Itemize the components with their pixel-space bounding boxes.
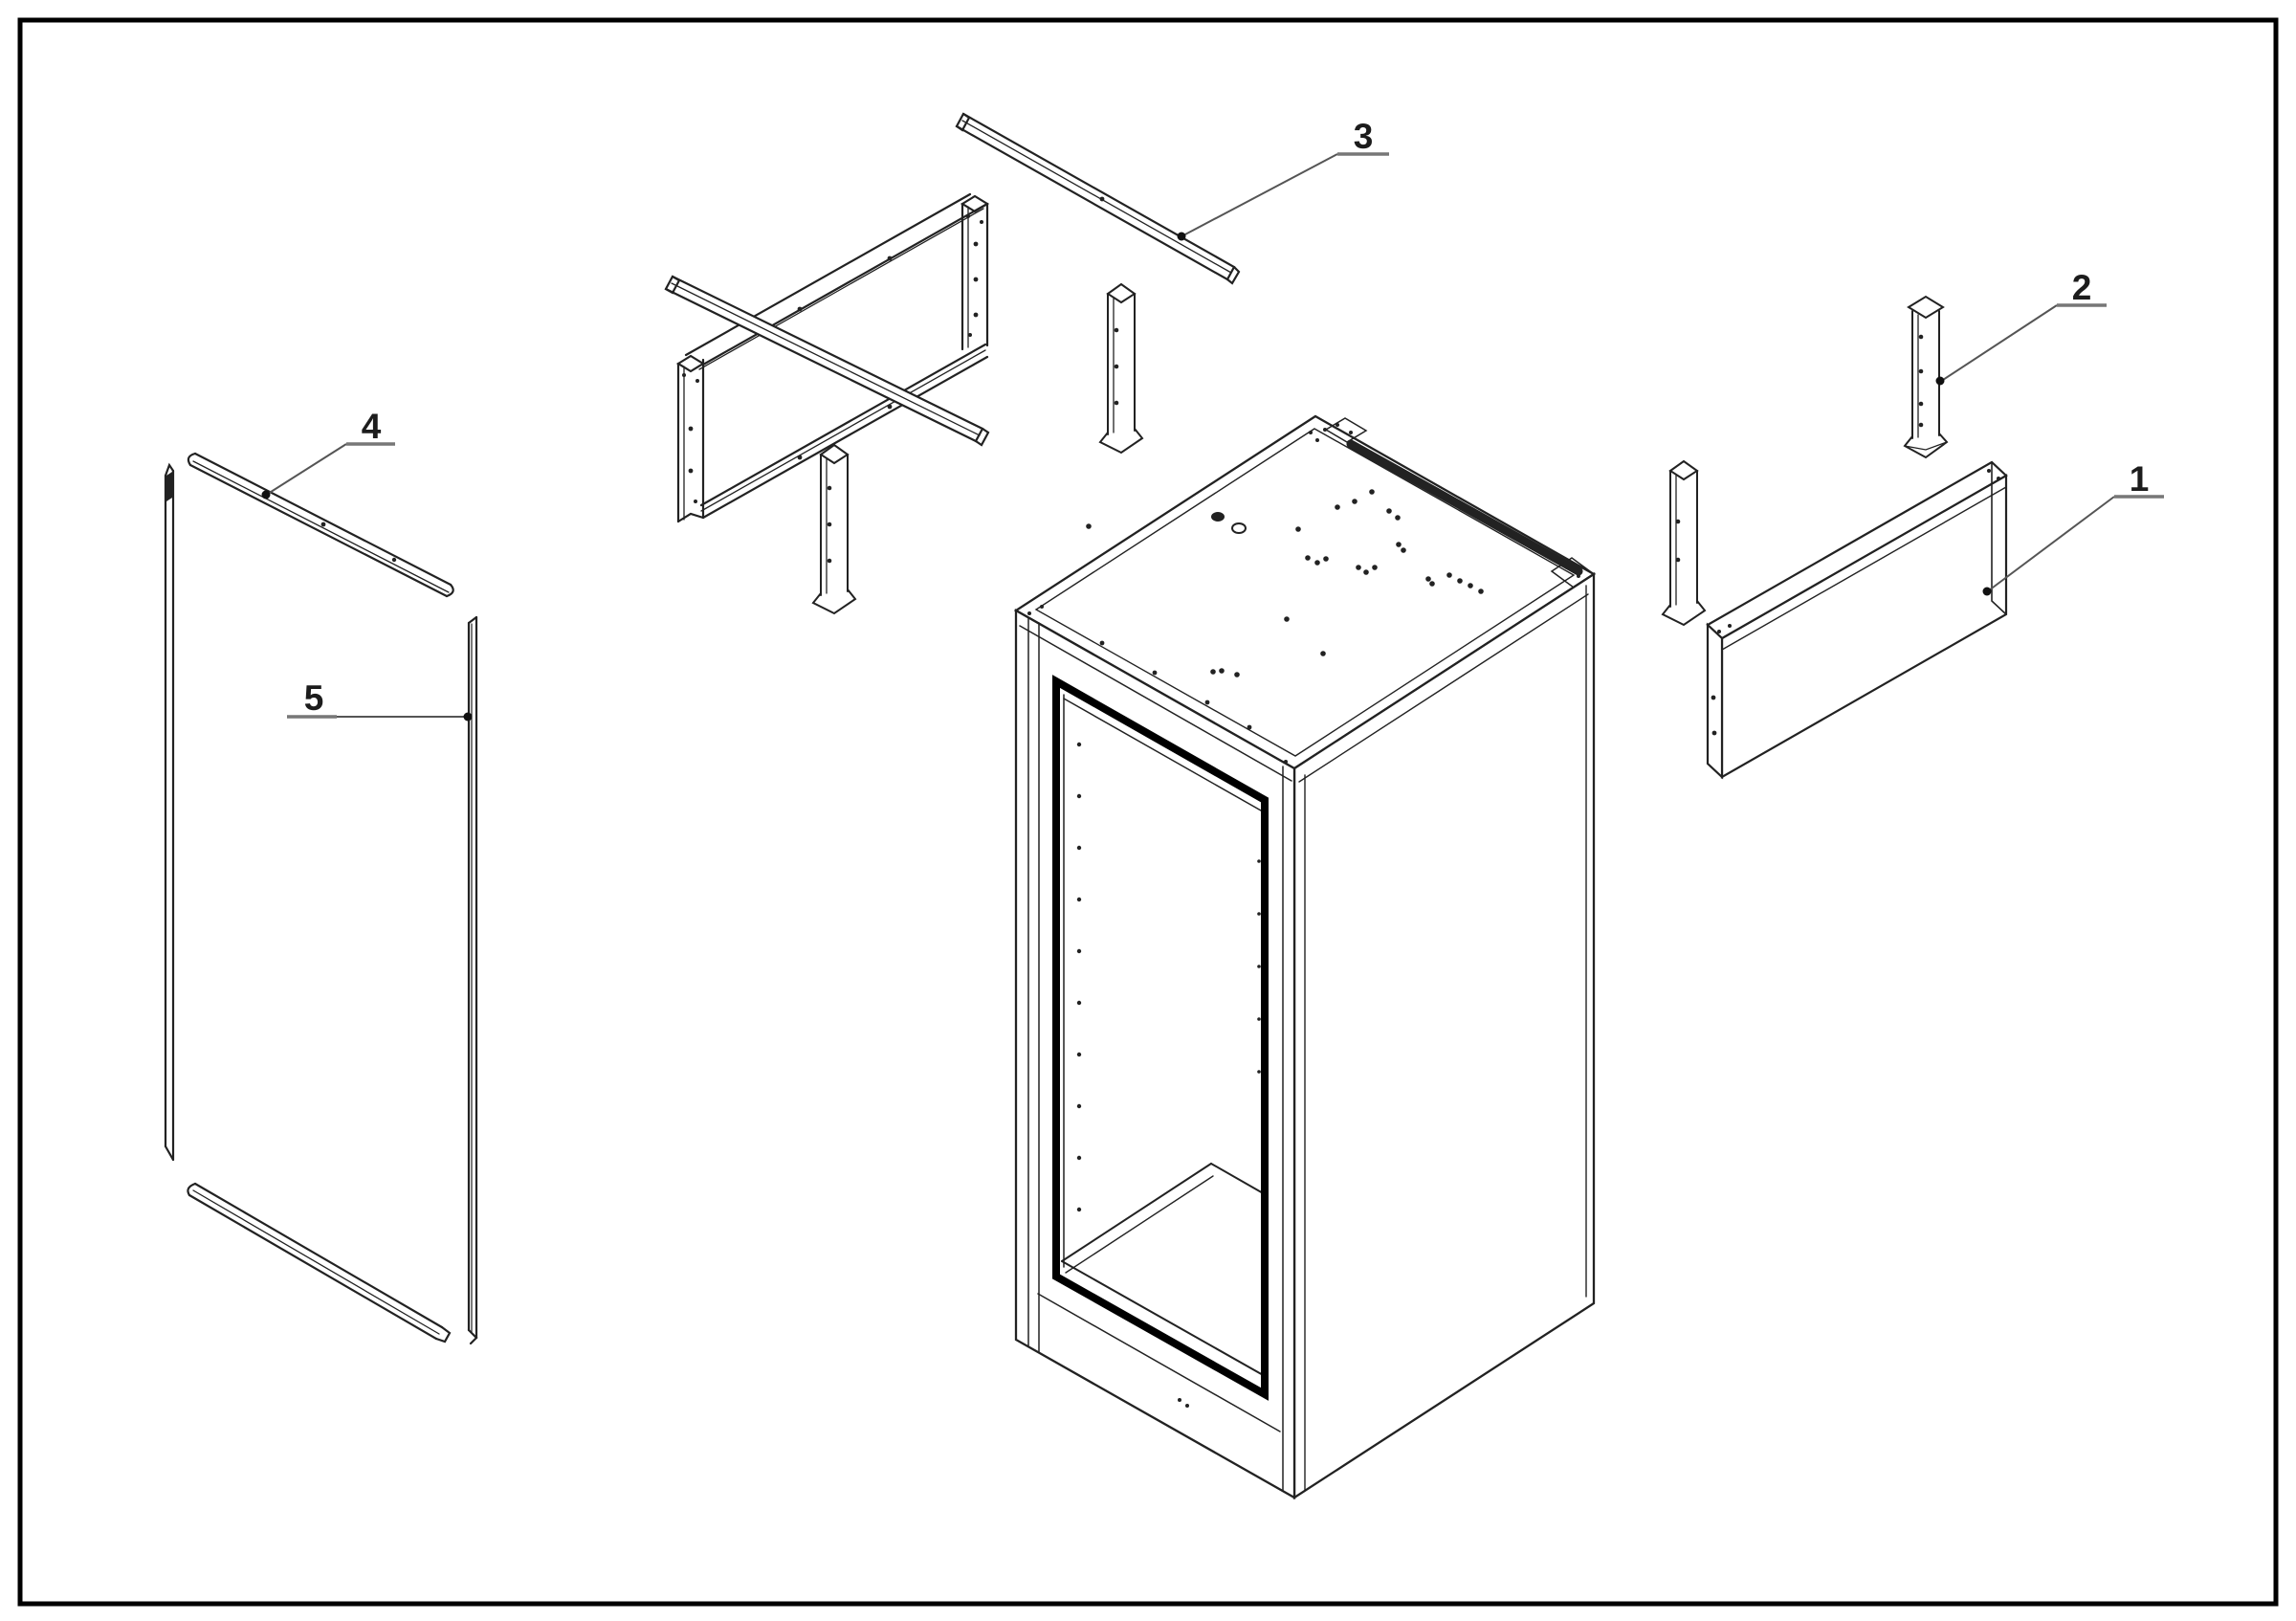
sheet-border: [17, 17, 2279, 1607]
cabinet-top-hole-pattern: [1086, 489, 1484, 730]
corner-post-part2: [1903, 295, 1949, 459]
callout-4: 4: [261, 407, 395, 500]
top-rail-part3: [955, 112, 1241, 285]
callout-3: 3: [1177, 117, 1389, 241]
back-frame-assembly: [664, 192, 990, 523]
frame-bottom-member: [699, 343, 989, 520]
frame-top-member: [684, 192, 989, 370]
shelf-pin-holes: [1076, 742, 1082, 1212]
seal-strip-left: [164, 462, 175, 1162]
seal-strip-bottom: [187, 1182, 452, 1343]
seal-strip-top-part4: [187, 452, 454, 598]
cabinet-body: [1013, 414, 1597, 1500]
frame-cross-rail: [664, 275, 990, 447]
corner-post-lower-left: [811, 443, 857, 615]
callout-2-label: 2: [2072, 268, 2092, 307]
callout-1-label: 1: [2130, 459, 2150, 499]
cabinet-front-face: [1014, 609, 1296, 1499]
door-seal-strip-set: [164, 452, 478, 1345]
frame-left-channel: [675, 354, 706, 523]
cabinet-back-top-band: [1346, 439, 1583, 576]
side-panel-part1: [1706, 460, 2008, 780]
frame-right-channel: [960, 194, 990, 351]
callout-2: 2: [1935, 268, 2107, 386]
callout-4-label: 4: [362, 407, 382, 446]
seal-strip-right-part5: [467, 615, 478, 1345]
corner-post-right-group: [1661, 459, 1707, 627]
callout-1: 1: [1982, 459, 2164, 596]
cabinet-interior: [1061, 694, 1266, 1377]
callouts: 1 2 3 4 5: [261, 117, 2164, 722]
callout-3-label: 3: [1354, 117, 1374, 156]
cabinet-right-face: [1292, 571, 1596, 1500]
door-gasket: [1052, 675, 1269, 1401]
callout-5: 5: [287, 678, 473, 722]
callout-5-label: 5: [304, 678, 324, 718]
corner-post-upper-middle: [1098, 282, 1144, 455]
